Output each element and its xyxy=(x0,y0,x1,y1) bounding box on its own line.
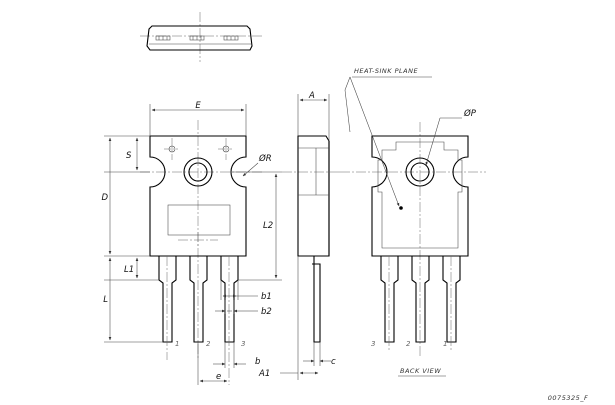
dim-P-label: ØP xyxy=(463,108,477,119)
side-lead xyxy=(312,263,321,343)
side-body xyxy=(297,135,330,257)
back-body xyxy=(371,135,469,257)
top-view xyxy=(140,12,262,62)
mounting-hole-outer xyxy=(183,157,213,187)
front-leads xyxy=(158,256,239,385)
marking-area xyxy=(167,204,231,236)
mounting-hole-inner xyxy=(188,162,208,182)
dim-A1-label: A1 xyxy=(258,369,270,379)
dim-b-label: b xyxy=(255,357,260,367)
dim-L2-label: L2 xyxy=(263,221,273,231)
package-body xyxy=(149,135,247,257)
front-pin-2: 2 xyxy=(206,340,211,348)
dim-c-label: c xyxy=(331,357,336,367)
dim-b1-label: b1 xyxy=(261,292,272,302)
dim-b2-label: b2 xyxy=(261,307,272,317)
drawing-code: 0075325_F xyxy=(548,394,588,402)
back-pin-3: 3 xyxy=(371,340,375,348)
heat-sink-point xyxy=(399,206,403,210)
back-pin-1: 1 xyxy=(443,340,447,348)
dim-L1-label: L1 xyxy=(124,265,134,275)
dim-D-label: D xyxy=(101,193,108,203)
side-view: A c A1 xyxy=(258,91,342,380)
top-view-pin-marks xyxy=(155,35,239,41)
front-view: 1 2 3 E S D L1 L L2 ØR b1 xyxy=(101,101,282,385)
back-leads xyxy=(380,256,461,352)
back-view: 3 2 1 HEAT-SINK PLANE ØP BACK VIEW xyxy=(340,67,486,377)
heat-sink-plane-label: HEAT-SINK PLANE xyxy=(354,67,418,75)
dim-e-label: e xyxy=(216,372,221,382)
front-pin-1: 1 xyxy=(175,340,179,348)
dim-L-label: L xyxy=(103,295,108,305)
dim-E-label: E xyxy=(195,101,201,111)
back-mounting-hole-inner xyxy=(410,162,430,182)
heat-sink-outline xyxy=(377,141,463,249)
back-mounting-hole-outer xyxy=(405,157,435,187)
back-view-label: BACK VIEW xyxy=(400,367,441,375)
front-pin-3: 3 xyxy=(241,340,245,348)
back-pin-2: 2 xyxy=(406,340,411,348)
dim-R-label: ØR xyxy=(258,153,272,164)
dim-A-label: A xyxy=(308,91,315,101)
dim-S-label: S xyxy=(126,151,132,161)
